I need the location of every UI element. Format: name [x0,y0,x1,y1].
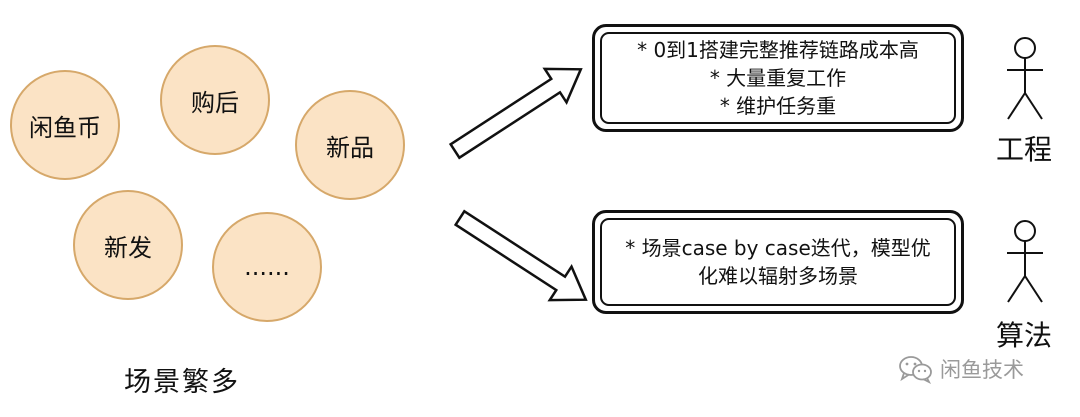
engineering-issue-line: * 0到1搭建完整推荐链路成本高 [637,38,919,62]
algorithm-issue-line: 化难以辐射多场景 [698,264,858,288]
watermark: 闲鱼技术 [898,354,1024,384]
algorithm-issue-line: * 场景case by case迭代，模型优 [625,236,931,260]
engineering-issue-line: * 大量重复工作 [709,66,847,90]
scene-circle-more: ...... [212,212,322,322]
scene-label: 闲鱼币 [29,113,101,142]
engineer-figure-icon [1007,37,1043,120]
algorithm-issues-box: * 场景case by case迭代，模型优 化难以辐射多场景 [592,210,964,314]
scene-circle-new-post: 新发 [73,190,183,300]
algorithm-role-label: 算法 [996,319,1053,352]
watermark-text: 闲鱼技术 [940,358,1024,382]
scene-circle-xianyubi: 闲鱼币 [10,70,120,180]
scene-label: 购后 [191,88,239,117]
algorithm-figure-icon [1007,220,1043,303]
scene-circle-new-product: 新品 [295,90,405,200]
engineering-issues-box: * 0到1搭建完整推荐链路成本高 * 大量重复工作 * 维护任务重 [592,24,964,132]
scene-label: 新发 [104,233,152,262]
scene-label: 新品 [326,133,374,162]
scene-circle-post-purchase: 购后 [160,45,270,155]
wechat-icon [899,356,932,384]
scenes-caption: 场景繁多 [124,367,240,398]
engineering-issue-line: * 维护任务重 [719,94,837,118]
scene-label: ...... [244,253,290,281]
engineering-role-label: 工程 [996,133,1053,166]
